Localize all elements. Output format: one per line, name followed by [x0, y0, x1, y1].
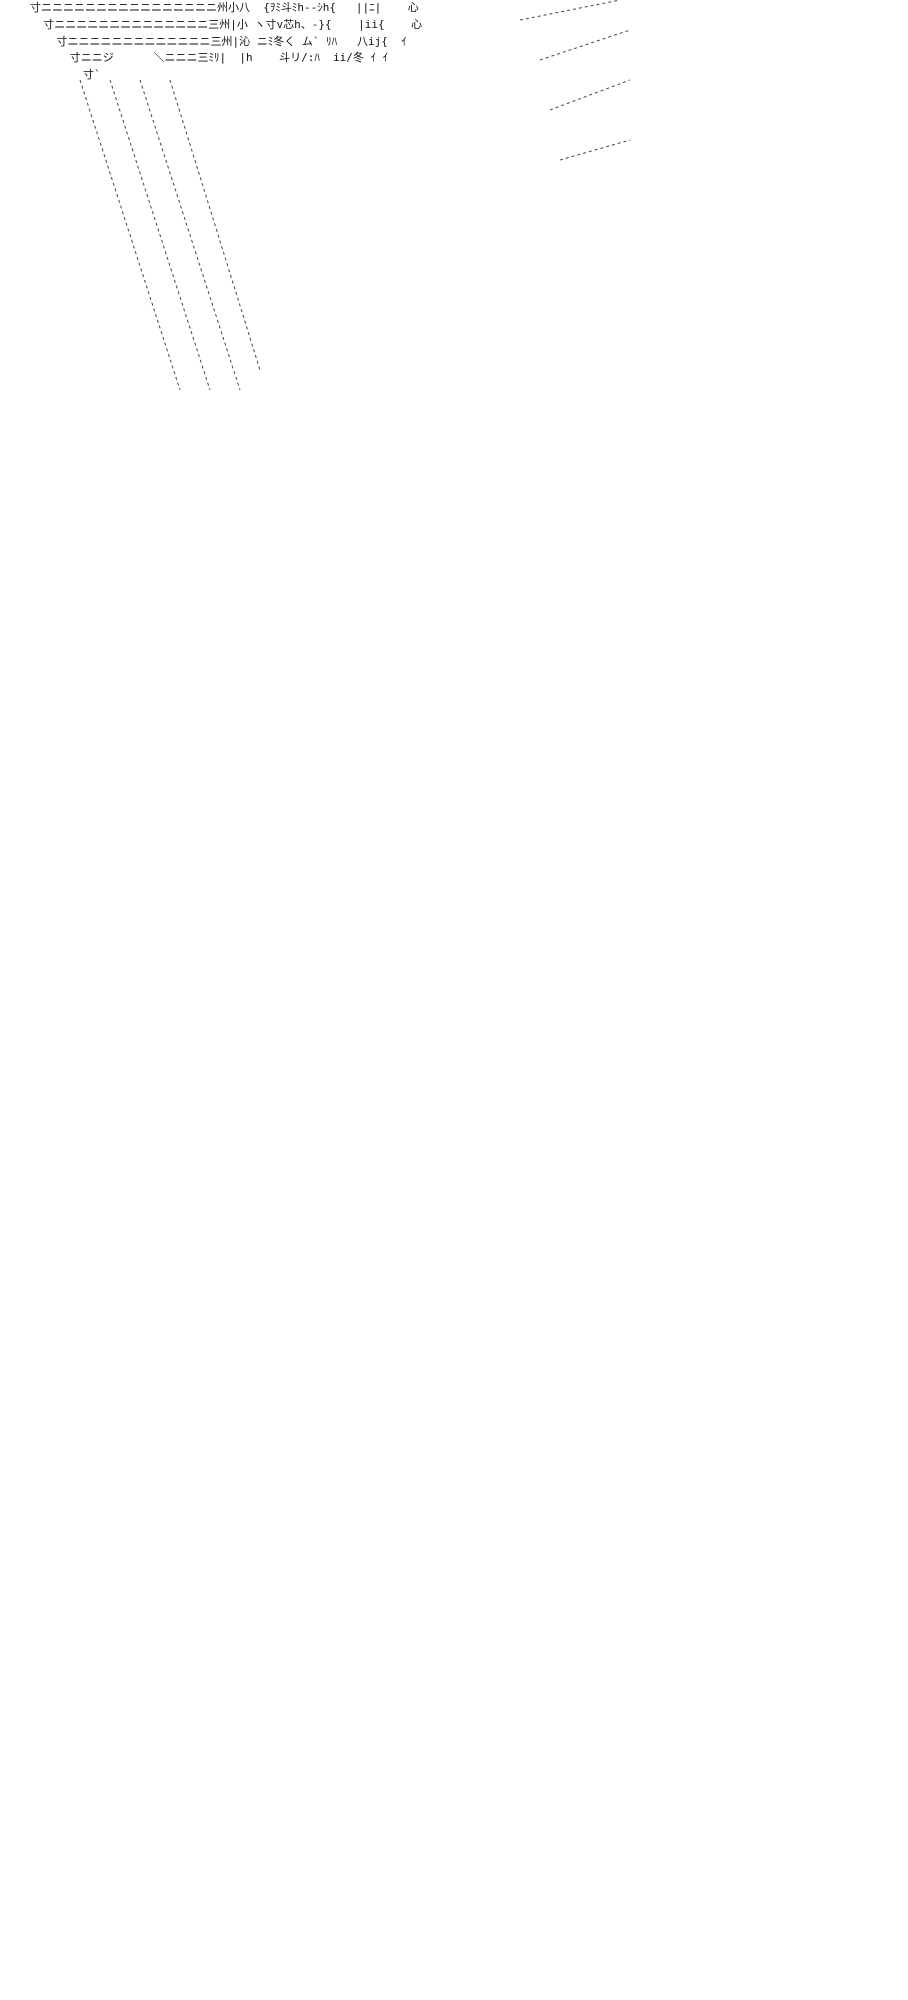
panel-1-speed-lines — [79, 0, 631, 391]
panel-1-ascii-art: 寸ニニニニニニニニニニニニニニニニ州小八 {ｦﾐ斗ﾐh--ｼh{ ||ﾆ| 心 … — [30, 1, 423, 82]
panel-1: 寸ニニニニニニニニニニニニニニニニ州小八 {ｦﾐ斗ﾐh--ｼh{ ||ﾆ| 心 … — [0, 0, 908, 400]
